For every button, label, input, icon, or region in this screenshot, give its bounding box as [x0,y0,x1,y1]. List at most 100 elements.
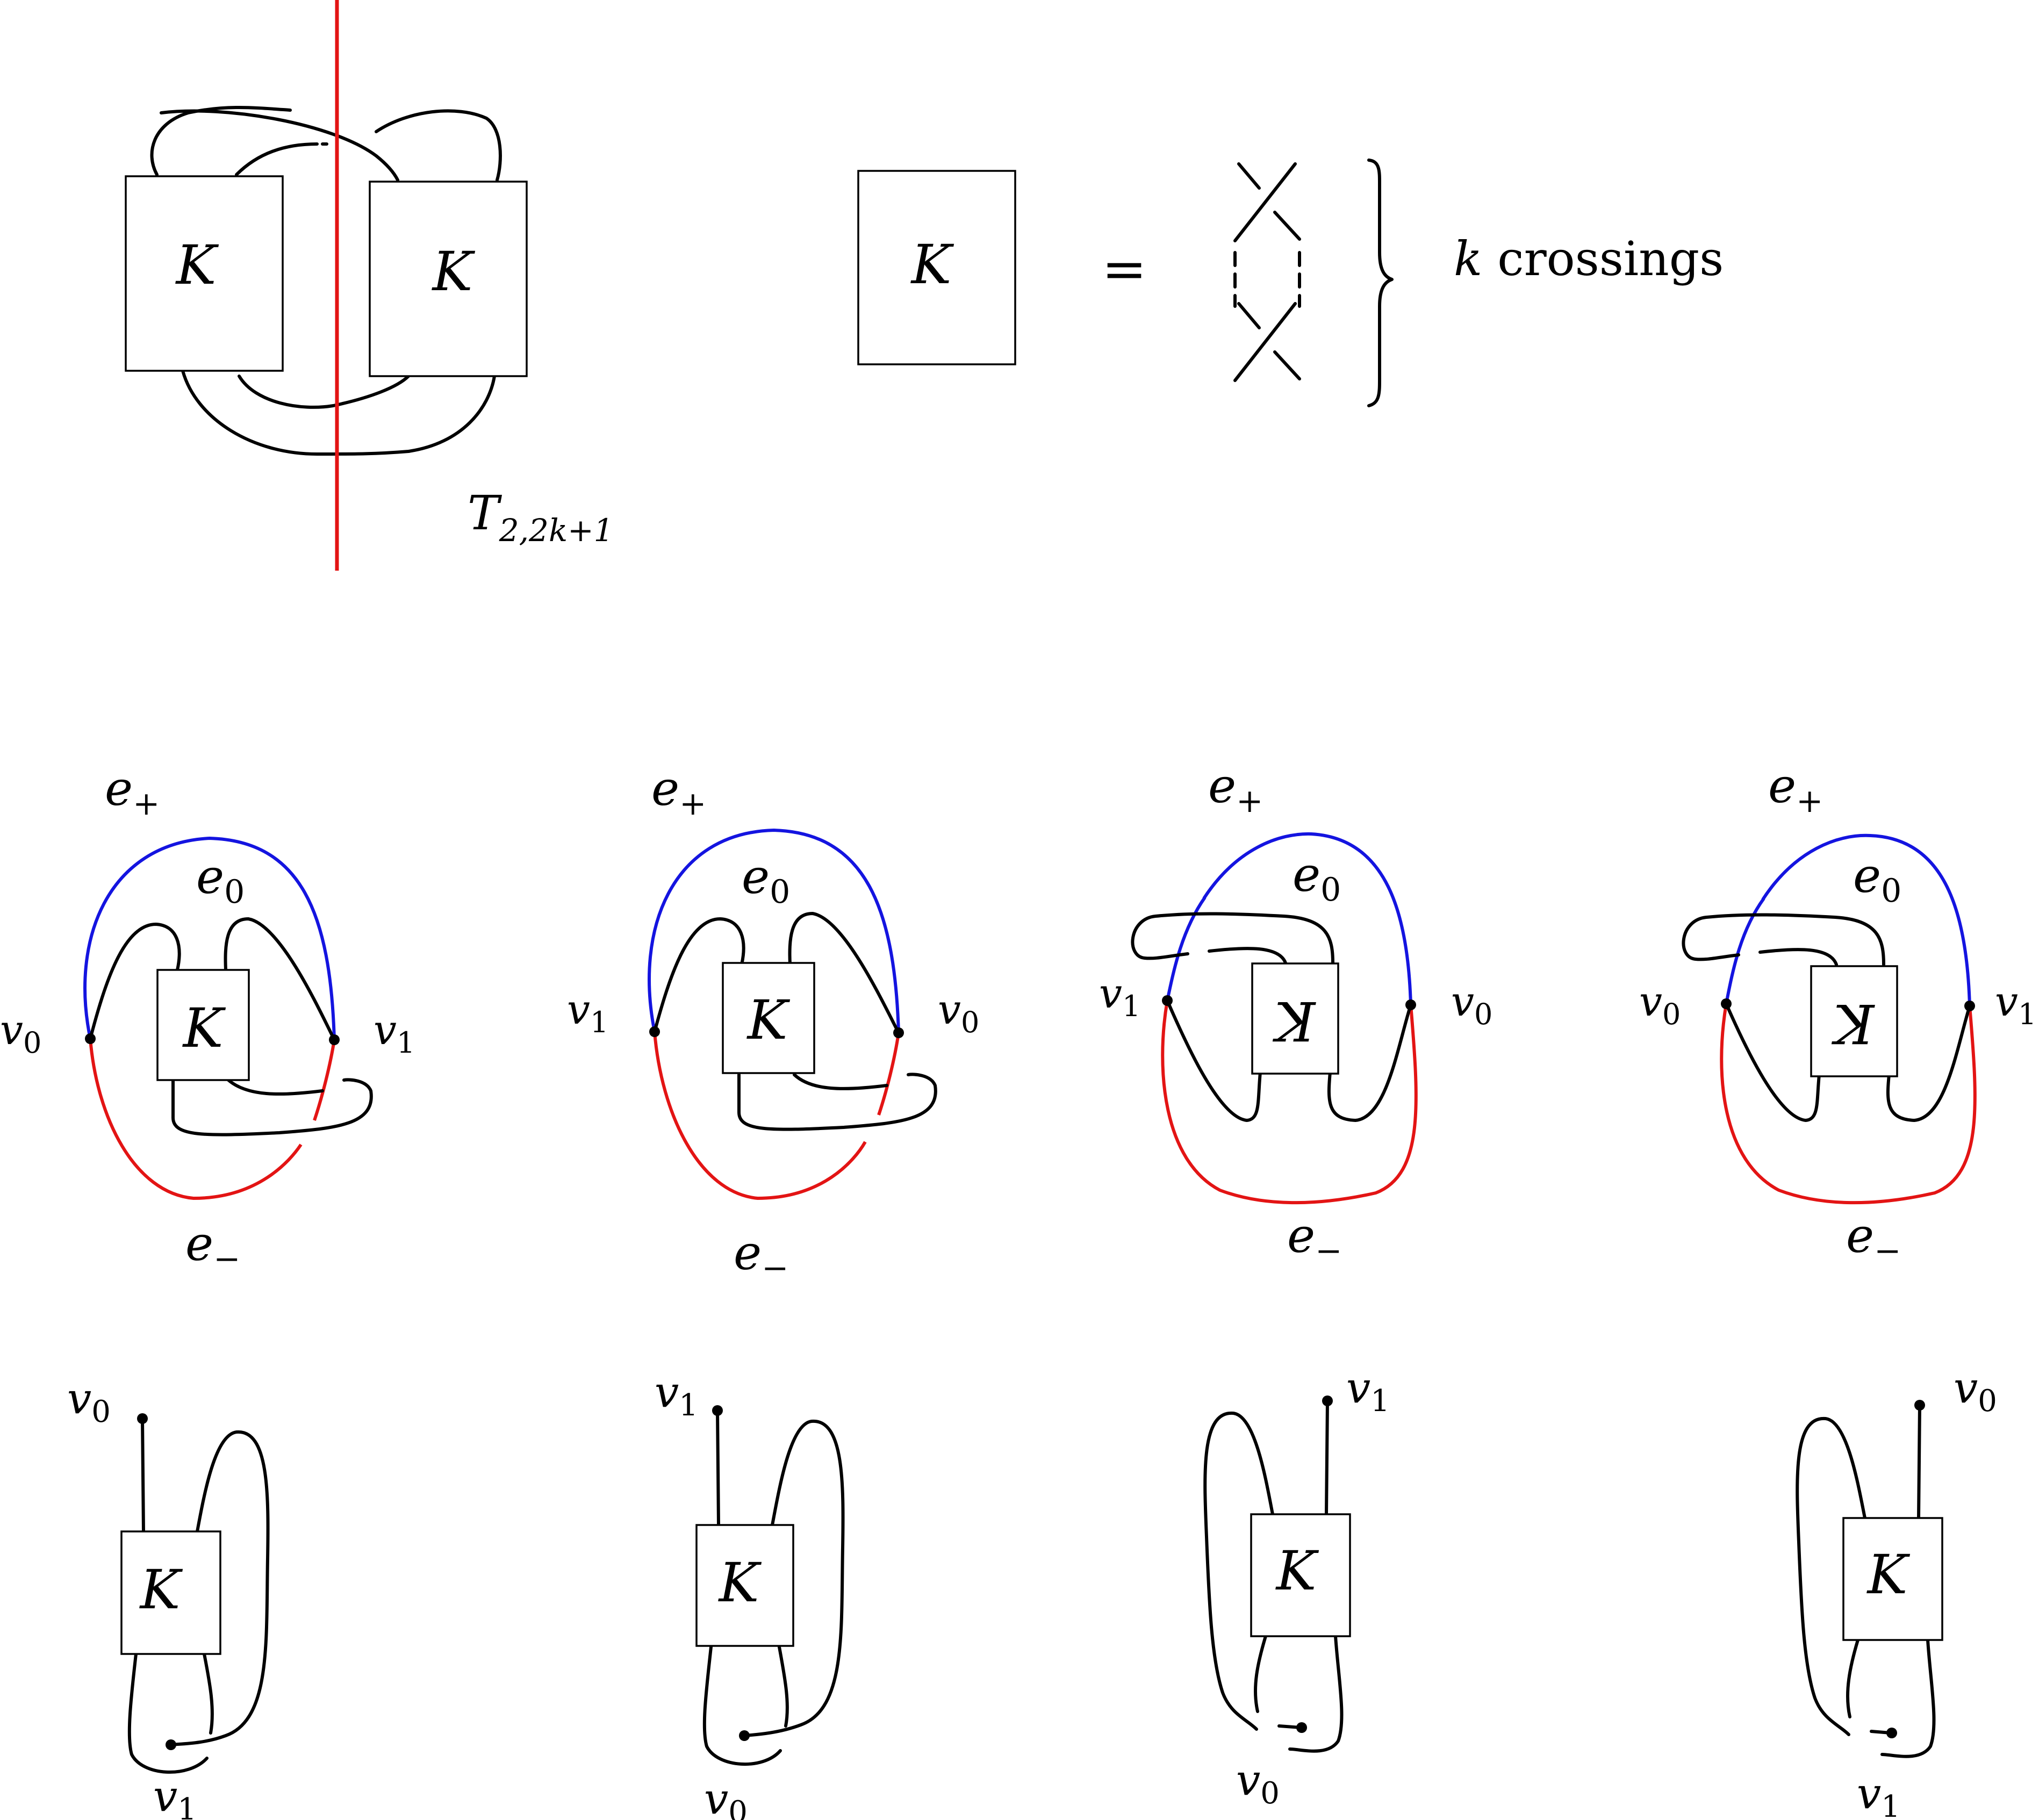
strand-bottom-left [1846,1638,1859,1718]
strand-bottom-left [127,1652,209,1774]
bottom-1-bottom-label: v1 [153,1771,197,1820]
strand-top-short [1758,948,1838,966]
strand-top-short [1208,947,1287,965]
mid-1-box [156,969,250,1081]
strand-bottom-loop [737,1073,937,1131]
vertex-bottom [1296,1722,1307,1733]
crossing-1-over [1233,162,1297,242]
mid-panel-2: K e+ e0 e− v1 v0 [567,761,979,1287]
mid-3-e-plus: e+ [1208,758,1263,820]
edge-e-minus-right [877,1032,900,1116]
bottom-4-box-label: K [1866,1543,1911,1606]
strand-left-loop [89,923,181,1040]
strand-top-loop [1682,913,1885,966]
strand-outer-loop [1203,1411,1274,1731]
mid-3-box-label: K [1272,989,1316,1052]
mid-2-e-plus: e+ [651,761,706,823]
vertex-v1 [1162,995,1173,1006]
vertex-v0 [85,1033,96,1044]
mid-3-left-label: v1 [1099,969,1140,1023]
bottom-2-bottom-label: v0 [704,1774,748,1820]
mid-1-e-plus: e+ [105,761,160,823]
strand-bottom-loop [171,1078,373,1136]
bottom-4-box [1842,1517,1943,1641]
torus-box-left-label: K [175,234,219,297]
bottom-2-box-label: K [718,1551,762,1614]
mid-4-e-zero: e0 [1853,848,1901,910]
bottom-3-top-label: v1 [1346,1363,1390,1419]
edge-e-minus [1161,1000,1418,1205]
vertex-v1 [329,1034,340,1045]
torus-knot-label: T2,2k+1 [468,485,614,549]
torus-box-left [125,175,284,372]
bottom-panel-2: K v1 v0 [655,1367,845,1820]
crossings-label: k crossings [1454,231,1724,286]
strand-right-loop [1327,1003,1412,1122]
mid-3-e-zero: e0 [1293,847,1341,909]
mid-1-right-label: v1 [374,1006,415,1060]
box-definition: K = k crossings [857,159,1724,407]
strand-bottom-short [227,1078,324,1096]
strand-bottom-left [1254,1635,1267,1713]
edge-e-minus-right [313,1039,336,1121]
bottom-panel-3: K v1 v0 [1203,1363,1390,1811]
mid-4-left-label: v0 [1639,977,1681,1031]
stem-top [1325,1399,1329,1516]
strand-bottom-inner-arc [238,375,410,409]
strand-outer-loop [743,1419,845,1737]
right-curly-brace [1367,159,1394,407]
crossing-2-under-b [1273,350,1301,380]
mid-2-e-minus: e− [734,1225,788,1287]
torus-knot-diagram: K K T2,2k+1 [125,0,614,571]
mid-1-box-label: K [182,997,226,1060]
vertex-top [137,1413,148,1424]
edge-e-minus [653,1031,867,1200]
strand-bottom-right [1288,1635,1344,1753]
strand-bottom-right [1880,1638,1936,1758]
stem-top [716,1409,720,1527]
bottom-3-box-label: K [1275,1540,1319,1602]
vertex-v0 [1721,998,1732,1009]
crossing-1-under-b [1273,211,1301,241]
vertex-bottom [166,1739,176,1750]
edge-e-plus [83,836,336,1040]
vertex-top [1322,1395,1333,1406]
mid-1-e-minus: e− [185,1216,240,1278]
vertex-v0 [893,1027,904,1038]
strand-left-loop [1725,1002,1821,1122]
equals-sign: = [1102,238,1147,300]
vertex-v0 [1405,999,1416,1010]
stem-top [141,1417,145,1533]
definition-box-label: K [910,233,954,296]
mid-1-e-zero: e0 [196,849,245,911]
mid-4-box [1810,965,1898,1077]
edge-e-plus [648,828,900,1033]
crossing-2-under-a [1237,302,1261,329]
bottom-1-box [120,1530,221,1655]
mid-4-right-label: v1 [1995,977,2036,1031]
mid-2-box [722,962,815,1074]
strand-bottom-outer-arc [181,369,496,456]
mid-2-left-label: v1 [567,985,608,1039]
mid-3-box [1251,962,1339,1075]
edge-e-plus-main [1202,832,1412,1005]
edge-e-plus [1725,897,1765,1004]
bottom-panel-4: K v0 v1 [1796,1363,1997,1820]
torus-box-right-label: K [432,240,476,303]
mid-1-left-label: v0 [0,1006,41,1060]
edge-e-plus-main [1761,833,1971,1006]
mid-4-e-plus: e+ [1768,758,1823,820]
mid-2-box-label: K [746,989,791,1052]
strand-left-outer-arc [150,106,292,176]
torus-box-right [369,181,528,377]
vertex-top [1914,1400,1925,1411]
strand-right-loop [224,917,336,1041]
mid-panel-1: K e+ e0 e− v0 v1 [0,761,415,1278]
strand-bottom-right [203,1652,214,1735]
edge-e-plus [1166,896,1207,1001]
mid-2-e-zero: e0 [742,849,790,911]
bottom-3-bottom-label: v0 [1236,1755,1280,1811]
bottom-2-top-label: v1 [655,1367,698,1423]
bottom-1-top-label: v0 [67,1373,111,1429]
